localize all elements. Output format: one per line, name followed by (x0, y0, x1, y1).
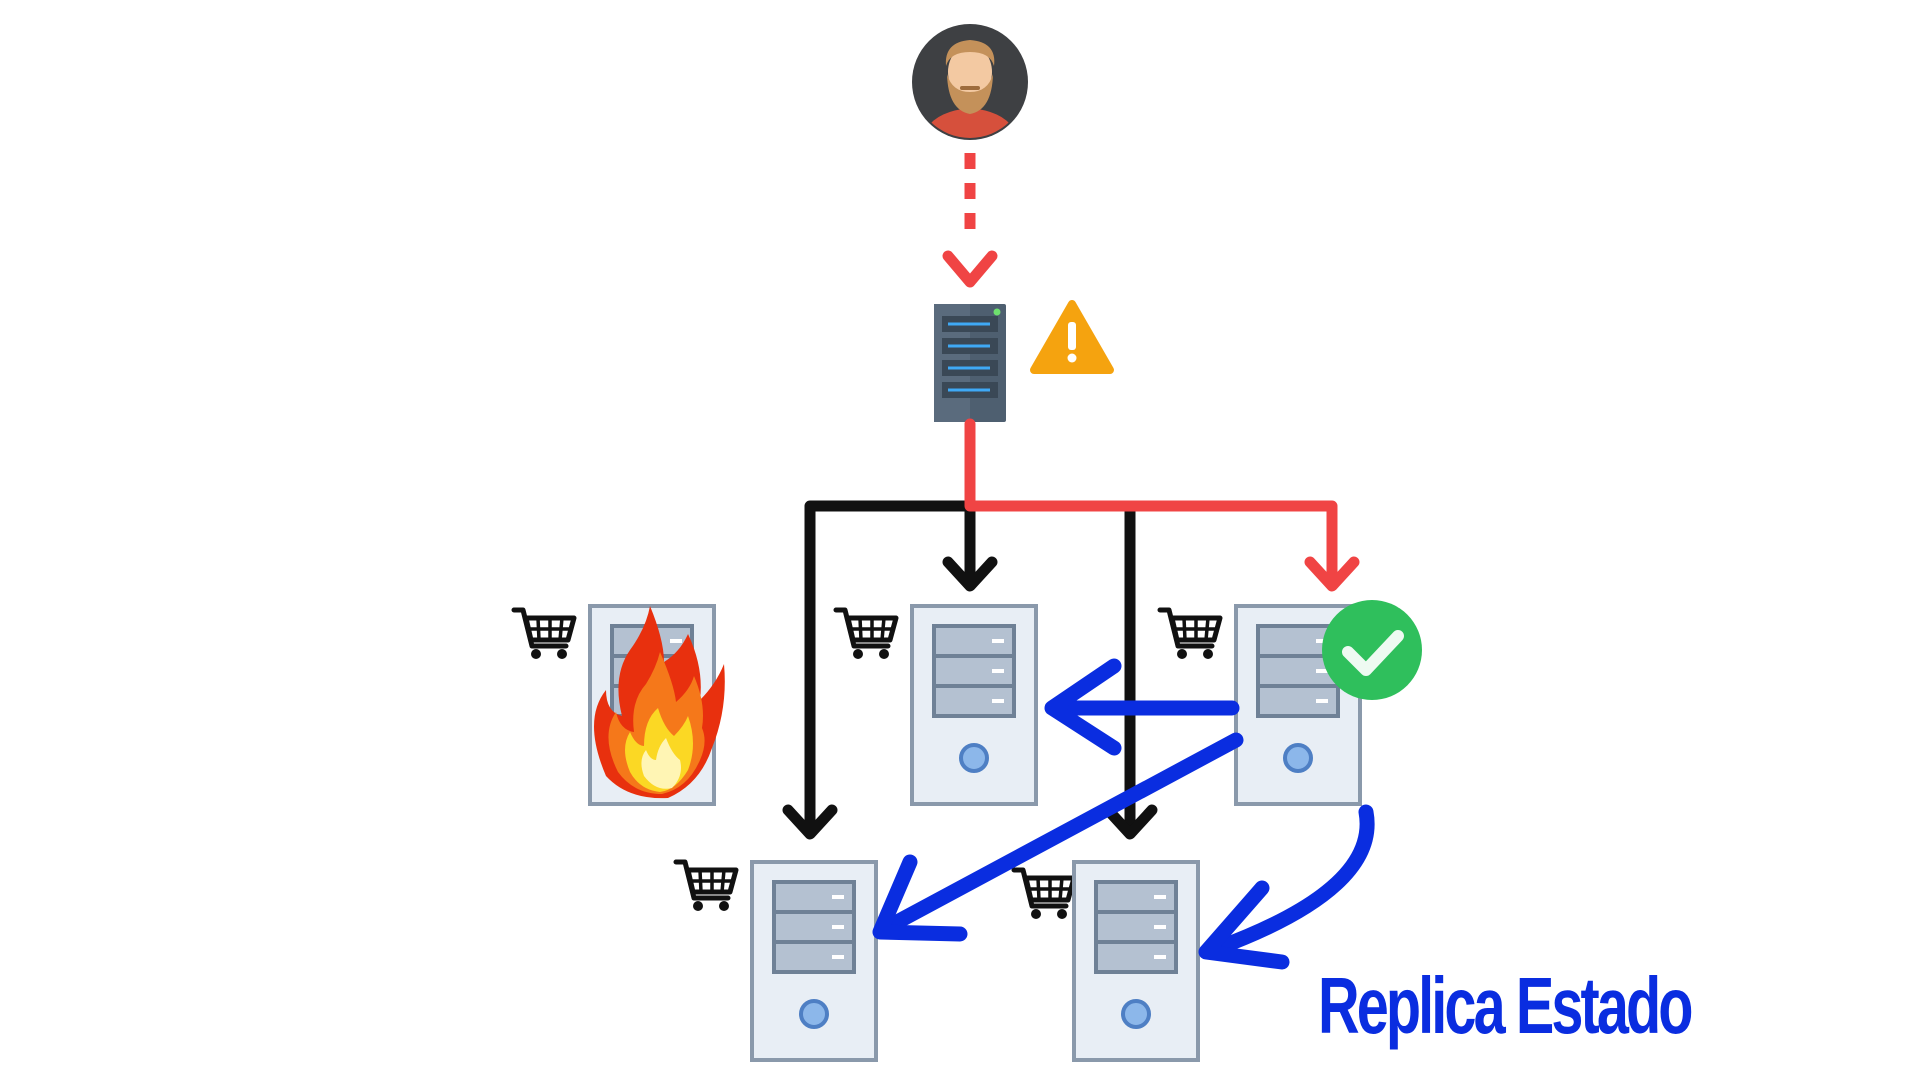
tower-server-icon (1072, 860, 1200, 1062)
replication-caption: Replica Estado (1318, 961, 1693, 1050)
cart-icon (1160, 610, 1220, 659)
cart-icon (676, 862, 736, 911)
tower-server-icon (910, 604, 1038, 806)
cart-icon (836, 610, 896, 659)
replication-arrows (872, 658, 1375, 970)
server-top-right (1160, 600, 1422, 806)
cart-icon (514, 610, 574, 659)
red-route (964, 418, 1360, 592)
balancer-server-icon (934, 304, 1006, 422)
request-arrow (942, 153, 998, 288)
server-top-middle (836, 604, 1038, 806)
cart-icon (1014, 870, 1074, 919)
server-bottom-right (1014, 860, 1200, 1062)
connection-lines (782, 500, 1158, 840)
server-bottom-left (676, 860, 878, 1062)
user-avatar-icon (912, 24, 1028, 140)
server-failed (514, 604, 725, 806)
fire-icon (594, 606, 725, 799)
checkmark-icon (1322, 600, 1422, 700)
tower-server-icon (750, 860, 878, 1062)
warning-icon (1030, 300, 1114, 374)
